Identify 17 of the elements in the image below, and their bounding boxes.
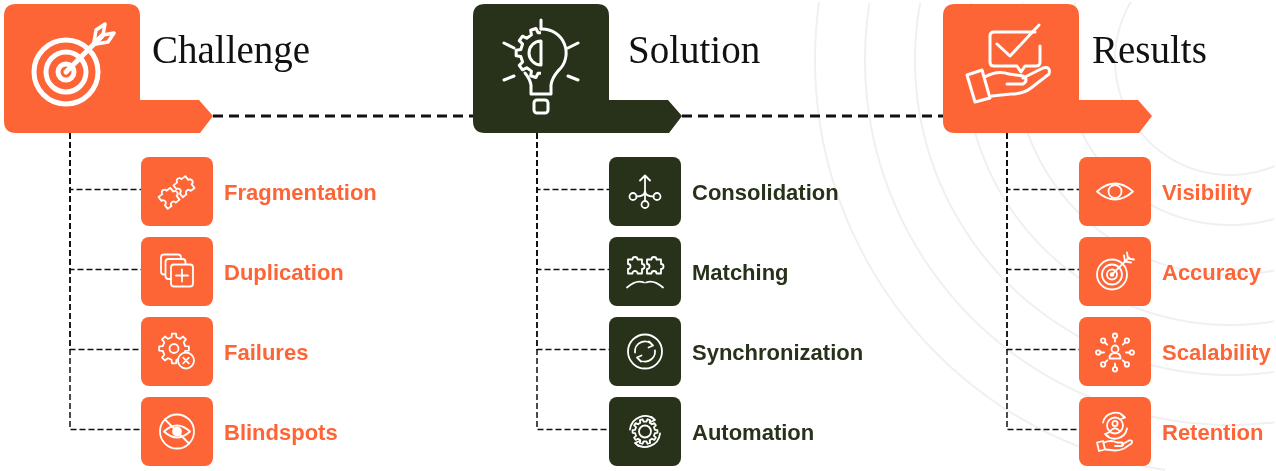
item-label: Automation [692,419,815,446]
item-label: Consolidation [692,179,839,206]
item-label: Fragmentation [224,179,377,206]
item-label: Accuracy [1162,259,1262,286]
item-label: Matching [692,259,789,286]
item-label: Failures [224,339,309,366]
connector-line [682,114,943,118]
connector-line [213,114,473,118]
column-heading: Solution [628,28,761,72]
item-label: Synchronization [692,339,864,366]
item-label: Duplication [224,259,344,286]
column-heading: Challenge [152,28,311,72]
column-heading: Results [1092,28,1207,72]
item-label: Blindspots [224,419,338,446]
item-label: Visibility [1162,179,1253,206]
item-label: Retention [1162,419,1264,446]
item-label: Scalability [1162,339,1271,366]
